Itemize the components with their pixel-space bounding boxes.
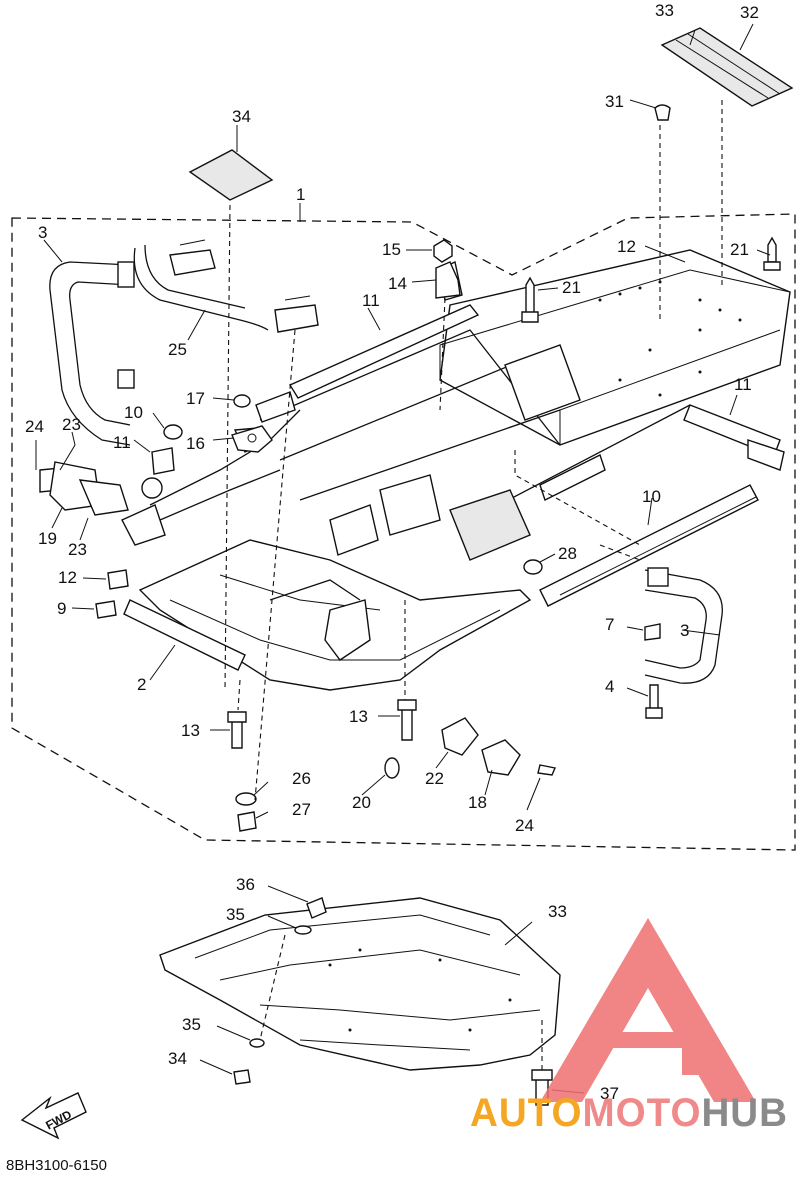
small-parts — [39, 27, 794, 832]
callout-9: 9 — [57, 599, 66, 618]
wordmark-auto: AUTO — [470, 1091, 583, 1135]
rivet-dots — [598, 280, 742, 397]
callout-24-right: 24 — [515, 816, 534, 835]
callout-2: 2 — [137, 675, 146, 694]
callout-11-bottom: 12 — [58, 568, 77, 587]
callout-21-right: 21 — [730, 240, 749, 259]
callout-3-left: 3 — [38, 223, 47, 242]
callout-22: 22 — [425, 769, 444, 788]
callout-21: 21 — [562, 278, 581, 297]
callout-37: 37 — [600, 1084, 619, 1103]
fwd-arrow: FWD — [20, 1092, 87, 1140]
skid-hardware — [233, 897, 553, 1106]
callout-29: 31 — [605, 92, 624, 111]
callout-10: 10 — [124, 403, 143, 422]
automotohub-wordmark: AUTOMOTOHUB — [470, 1091, 788, 1135]
bumper-3-left — [49, 261, 135, 446]
callout-16: 16 — [186, 434, 205, 453]
rear-rail-25 — [133, 239, 319, 333]
callout-14: 14 — [388, 274, 407, 293]
callout-labels: 33 32 31 34 1 3 15 12 21 14 21 11 25 11 … — [25, 1, 759, 1103]
alignment-lines — [224, 100, 723, 1070]
svg-text:AUTOMOTOHUB: AUTOMOTOHUB — [470, 1091, 788, 1135]
callout-8: 11 — [734, 375, 752, 394]
callout-25: 25 — [168, 340, 187, 359]
callout-7: 11 — [362, 291, 380, 310]
callout-17: 17 — [186, 389, 205, 408]
automotohub-logo — [540, 918, 756, 1102]
assembly-boundary — [11, 213, 796, 851]
skid-plate-33 — [159, 897, 561, 1071]
callout-19: 19 — [38, 529, 57, 548]
callout-4: 4 — [605, 677, 614, 696]
wordmark-moto: MOTO — [583, 1091, 702, 1135]
callout-24-left: 24 — [25, 417, 44, 436]
callout-35-top: 35 — [226, 905, 245, 924]
callout-5: 7 — [605, 615, 614, 634]
callout-20: 20 — [352, 793, 371, 812]
callout-6: 10 — [642, 487, 661, 506]
part-code: 8BH3100-6150 — [6, 1157, 107, 1174]
callout-13-center: 13 — [349, 707, 368, 726]
callout-28: 28 — [558, 544, 577, 563]
callout-27: 27 — [292, 800, 311, 819]
callout-15: 15 — [382, 240, 401, 259]
callout-36: 36 — [236, 875, 255, 894]
wordmark-hub: HUB — [701, 1091, 788, 1135]
leader-lines — [35, 23, 771, 1094]
callout-23-top: 23 — [62, 415, 81, 434]
callout-1: 1 — [296, 185, 305, 204]
callout-32: 34 — [232, 107, 251, 126]
callout-3-right: 3 — [680, 621, 689, 640]
callout-30: 32 — [740, 3, 759, 22]
callout-34: 34 — [168, 1049, 187, 1068]
callout-26: 26 — [292, 769, 311, 788]
callout-35-bottom: 35 — [182, 1015, 201, 1034]
callout-33: 33 — [548, 902, 567, 921]
callout-12: 12 — [617, 237, 636, 256]
callout-13-left: 13 — [181, 721, 200, 740]
callout-18: 18 — [468, 793, 487, 812]
callout-23-bottom: 23 — [68, 540, 87, 559]
callout-11-top: 11 — [113, 433, 131, 452]
callout-31: 33 — [655, 1, 674, 20]
bumper-3-right — [644, 567, 723, 684]
